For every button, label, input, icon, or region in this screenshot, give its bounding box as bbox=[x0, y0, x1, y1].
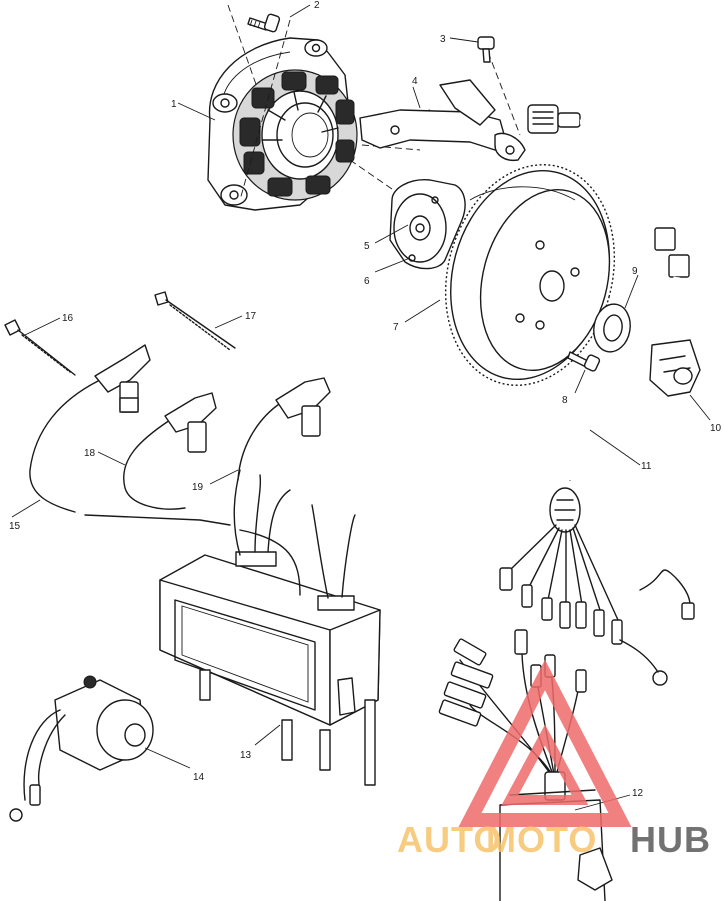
wire-bracket-part-4 bbox=[359, 79, 581, 162]
callout-15: 15 bbox=[9, 521, 21, 532]
screw-part-8 bbox=[567, 351, 601, 372]
callout-4: 4 bbox=[412, 76, 418, 87]
spark-plug-cap-part-15 bbox=[29, 344, 151, 513]
callout-8: 8 bbox=[562, 395, 568, 406]
callout-19: 19 bbox=[192, 482, 204, 493]
wire-harness-part-11 bbox=[499, 119, 695, 686]
ignition-lead bbox=[84, 514, 231, 526]
sensor-part-10 bbox=[649, 339, 701, 397]
watermark-text-auto: AUTO bbox=[397, 819, 502, 860]
cable-tie-part-17 bbox=[154, 291, 236, 351]
washer-part-9 bbox=[593, 303, 631, 353]
stator-assembly bbox=[207, 37, 358, 211]
callout-10: 10 bbox=[710, 423, 722, 434]
callout-7: 7 bbox=[393, 322, 399, 333]
screw-part-3 bbox=[477, 36, 495, 63]
flywheel-part-7 bbox=[444, 164, 616, 386]
callout-1: 1 bbox=[171, 99, 177, 110]
watermark-triangle-icon bbox=[458, 659, 632, 827]
cable-tie-part-16 bbox=[4, 319, 76, 376]
callout-leaders bbox=[11, 4, 711, 811]
cdi-box-part-13 bbox=[159, 469, 381, 786]
callout-16: 16 bbox=[62, 313, 74, 324]
watermark-inner-triangle-icon bbox=[501, 724, 589, 805]
watermark-text-moto: MOTO bbox=[486, 819, 597, 860]
watermark-logo: AUTO MOTO HUB bbox=[397, 659, 711, 860]
solenoid-part-14 bbox=[9, 675, 154, 822]
callout-18: 18 bbox=[84, 448, 96, 459]
callout-2: 2 bbox=[314, 0, 320, 11]
flywheel-hub-part-5-6 bbox=[389, 179, 466, 270]
callout-3: 3 bbox=[440, 34, 446, 45]
watermark-text-hub: HUB bbox=[630, 819, 711, 860]
callout-5: 5 bbox=[364, 241, 370, 252]
callout-12: 12 bbox=[632, 788, 644, 799]
callout-6: 6 bbox=[364, 276, 370, 287]
callout-14: 14 bbox=[193, 772, 205, 783]
spark-plug-cap-part-18 bbox=[123, 392, 217, 510]
spark-plug-cap-part-19 bbox=[237, 377, 331, 481]
screw-part-2 bbox=[247, 13, 281, 33]
callout-labels: 1 2 3 4 5 6 7 8 9 10 11 12 13 14 15 16 1… bbox=[9, 0, 722, 799]
connector-part-12 bbox=[438, 629, 613, 901]
callout-13: 13 bbox=[240, 750, 252, 761]
callout-17: 17 bbox=[245, 311, 257, 322]
callout-9: 9 bbox=[632, 266, 638, 277]
callout-11: 11 bbox=[641, 461, 652, 472]
